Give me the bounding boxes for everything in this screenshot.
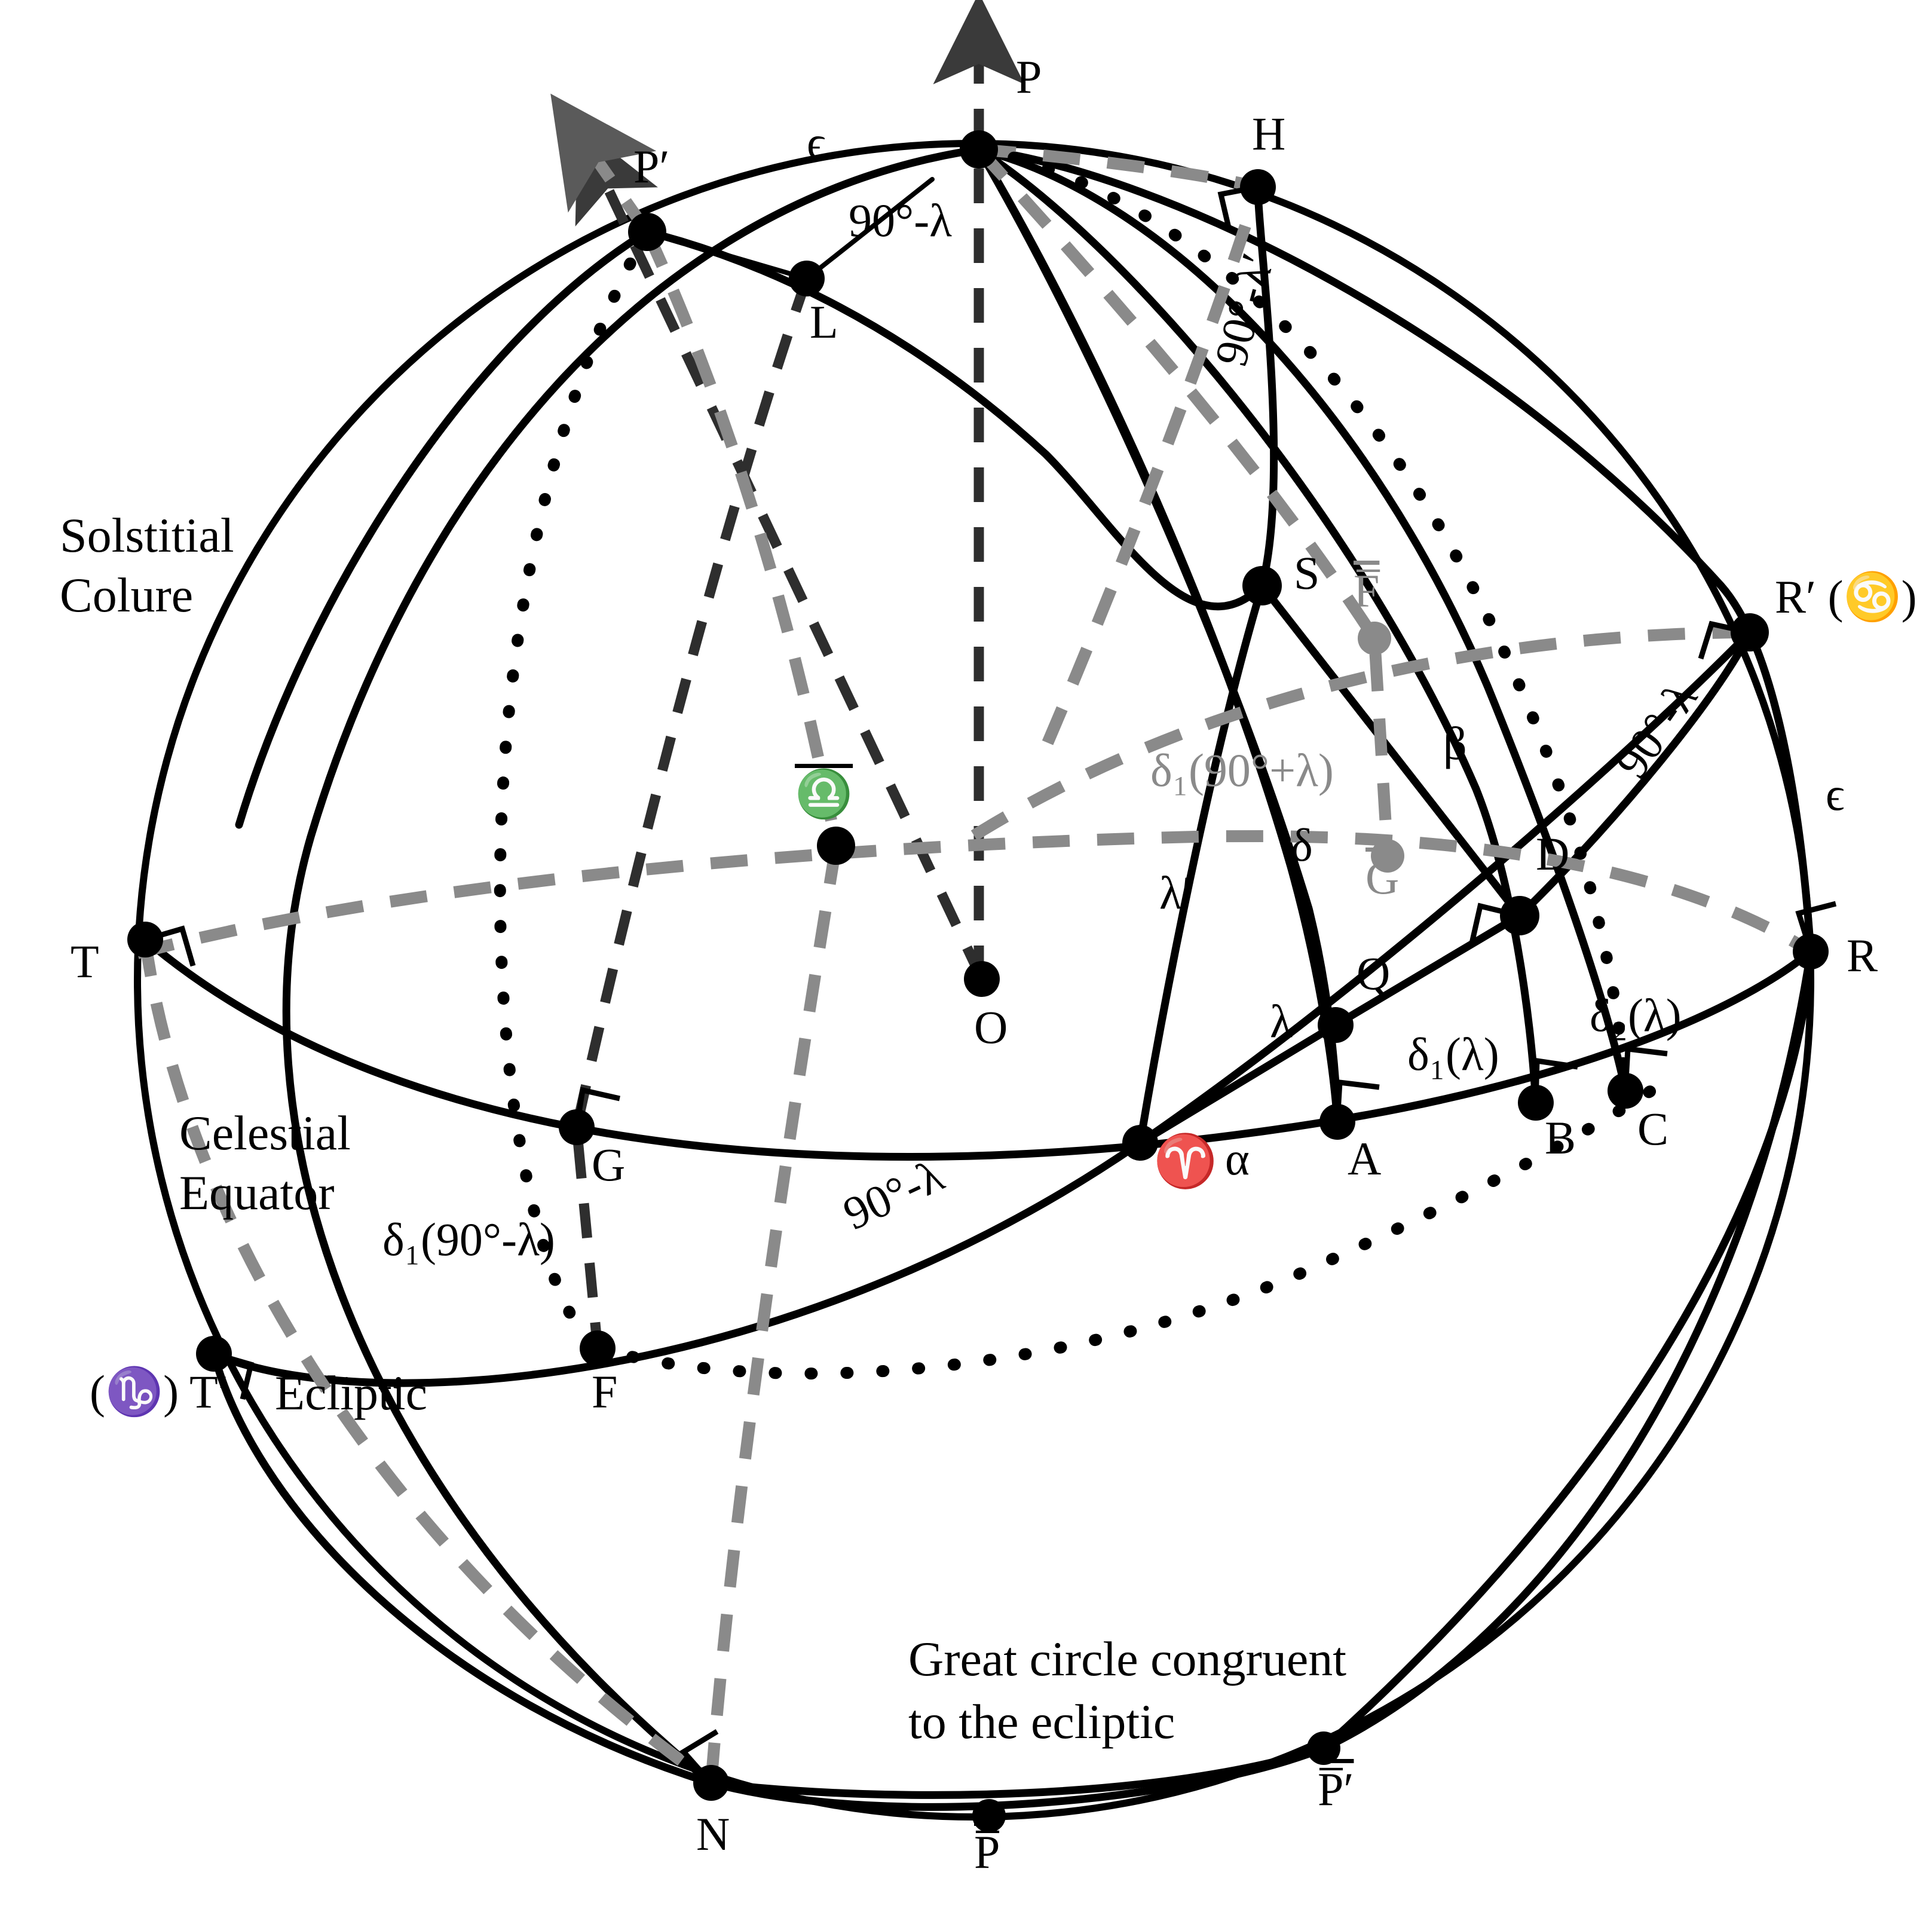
solstitial-colure-curve [282, 145, 983, 1787]
annotation-delta1-90-plus-lambda: δ₁(90°+λ) [1150, 744, 1334, 796]
dot-Gbar [1371, 839, 1404, 873]
annotation-lambda-prime: λ′ [1159, 867, 1192, 919]
point-dots [127, 130, 1829, 1832]
point-label-Tprime: (♑) T′ [90, 1366, 228, 1418]
annotation-delta1-lambda: δ₁(λ) [1407, 1028, 1499, 1080]
celestial-equator-curve [141, 935, 1815, 1161]
dot-Pbar [972, 1799, 1006, 1832]
point-label-aries-icon: ♈ [1153, 1133, 1218, 1190]
dot-Pbarprime [1307, 1731, 1340, 1765]
annotation-delta: δ [1291, 819, 1313, 871]
annotation-epsilon-right: ϵ [1826, 768, 1845, 820]
point-label-B: B [1545, 1112, 1576, 1164]
dot-B [1518, 1085, 1554, 1121]
dot-S [1242, 566, 1282, 605]
caption-solstitial-colure-line1: Solstitial [60, 508, 234, 562]
dot-O [964, 961, 1000, 997]
gray-dashed-upper-small-circle [970, 626, 1750, 841]
dot-A [1319, 1104, 1355, 1140]
dot-Fbar [1358, 622, 1391, 655]
arc-Pprime-through-L [643, 228, 1266, 611]
dot-Pprime [628, 213, 666, 251]
point-label-A: A [1348, 1133, 1382, 1185]
dot-Tprime [196, 1336, 232, 1372]
gray-dashed-meridian-P-Fbar-Gbar [974, 145, 1394, 856]
gray-dashed-meridian-Pprime-Omega [641, 229, 843, 1783]
point-label-L: L [810, 296, 838, 348]
dot-P [960, 130, 998, 169]
gray-dashed-meridian-Tprime-N [139, 938, 715, 1788]
annotation-epsilon-top: ϵ [807, 117, 826, 169]
point-label-Q: Q [1357, 947, 1391, 999]
point-label-R: R [1847, 929, 1878, 981]
dot-D [1500, 896, 1539, 935]
arc-S-D-beta [1258, 582, 1524, 920]
caption-great-circle-line1: Great circle congruent [908, 1632, 1347, 1686]
caption-ecliptic: Ecliptic [275, 1366, 428, 1420]
point-label-Fbar: F̅ [1354, 565, 1380, 617]
caption-great-circle-line2: to the ecliptic [908, 1694, 1175, 1749]
great-circle-congruent-curve [210, 947, 1815, 1811]
dot-G [559, 1109, 595, 1145]
point-label-C: C [1637, 1103, 1669, 1155]
annotation-delta2-lambda: δ₂(λ) [1590, 989, 1682, 1041]
point-label-Pbarprime: P̅′ [1318, 1763, 1354, 1815]
dot-R [1793, 934, 1829, 969]
dot-F [580, 1330, 616, 1366]
dot-C [1608, 1073, 1643, 1109]
annotation-lambda: λ [1270, 995, 1293, 1047]
annotation-delta1-90-minus-lambda: δ₁(90°-λ) [382, 1213, 555, 1265]
point-label-F: F [592, 1366, 618, 1418]
point-label-S: S [1294, 547, 1320, 599]
gray-dashed-ecliptic-projection [136, 830, 1814, 959]
point-label-H: H [1252, 108, 1286, 160]
caption-celestial-equator-line1: Celestial [179, 1106, 351, 1160]
annotation-beta: β [1443, 717, 1467, 769]
dot-L [789, 261, 825, 296]
dot-Q [1318, 1007, 1354, 1043]
caption-celestial-equator-line2: Equator [179, 1165, 335, 1220]
point-label-Omega: ♎ [795, 768, 853, 820]
dot-Omega [817, 827, 855, 865]
colure-right-branch [707, 145, 1815, 1799]
gray-dashed-arc-P-H [978, 143, 1266, 749]
point-label-Rprime: R′ (♋) [1775, 571, 1917, 623]
point-label-Pbar: P̅ [974, 1826, 1000, 1878]
point-label-N: N [696, 1808, 730, 1860]
dot-Aries [1122, 1125, 1158, 1161]
point-label-G: G [592, 1139, 626, 1191]
dotted-great-circle-right [973, 143, 1631, 1097]
point-label-P: P [1016, 51, 1042, 103]
caption-solstitial-colure-line2: Colure [60, 568, 194, 622]
dotted-great-circle-left [494, 226, 653, 1354]
annotation-alpha: α [1225, 1133, 1250, 1185]
point-label-O: O [974, 1001, 1008, 1053]
dotted-ecliptic-back-half [592, 1070, 1679, 1380]
point-label-T: T [71, 935, 99, 987]
dot-H [1240, 169, 1276, 205]
arc-Pprime-to-T [235, 228, 651, 829]
dot-T [127, 922, 163, 957]
point-label-D: D [1536, 828, 1570, 880]
dashed-line-L-G [571, 277, 812, 1349]
ecliptic-curve [210, 628, 1754, 1387]
annotation-90-minus-lambda-top: 90°-λ [849, 194, 952, 246]
dot-Rprime [1731, 613, 1769, 651]
point-label-Pprime: P′ [633, 140, 670, 192]
dot-N [693, 1765, 729, 1801]
point-label-Gbar: G̅ [1365, 852, 1400, 904]
